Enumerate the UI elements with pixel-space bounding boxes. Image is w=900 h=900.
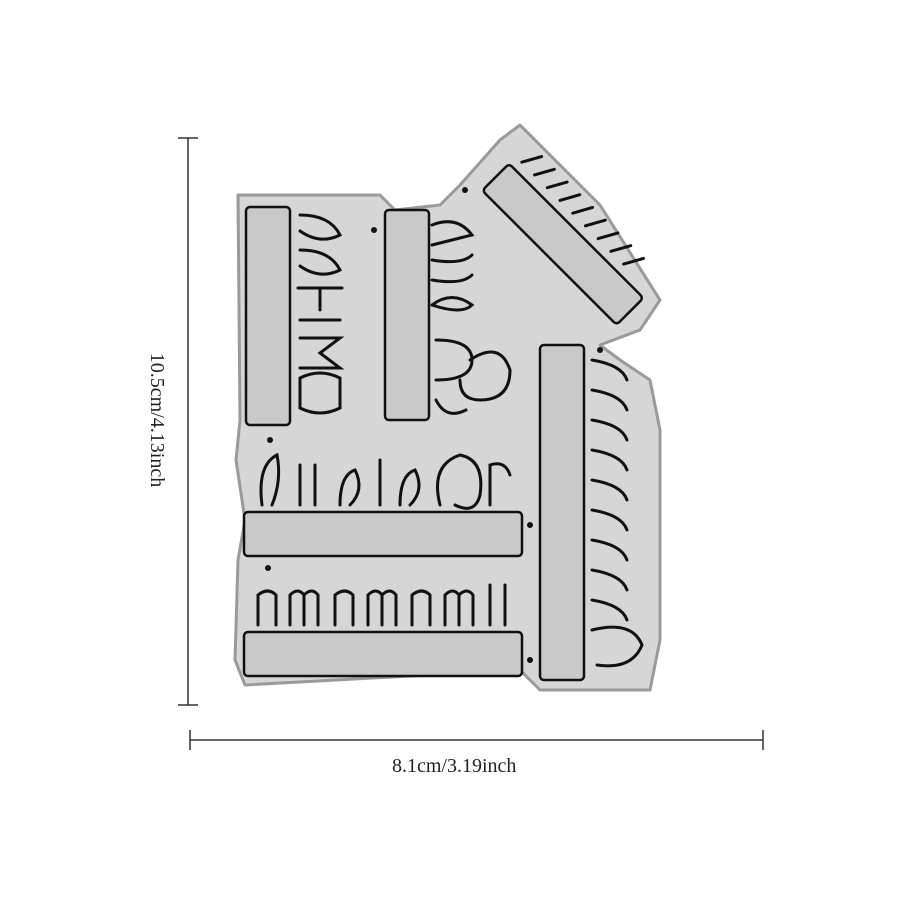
die-panel-seasons — [538, 343, 586, 682]
mirrored-word-happy — [430, 220, 512, 415]
height-dimension-label: 10.5cm/4.13inch — [146, 352, 168, 488]
die-panel-christmas — [244, 205, 292, 427]
mirrored-word-seasons-greetings — [590, 358, 644, 668]
height-dimension-line — [178, 137, 198, 706]
die-connector-dots — [265, 187, 603, 663]
die-panel-warmest — [242, 630, 524, 678]
width-dimension-label: 8.1cm/3.19inch — [392, 755, 517, 777]
mirrored-word-christmas — [296, 213, 345, 415]
mirrored-word-holidays — [259, 452, 512, 510]
die-panel-happy — [383, 208, 431, 422]
mirrored-word-warmest — [256, 583, 507, 627]
width-dimension-line — [189, 730, 764, 750]
die-panel-holidays — [242, 510, 524, 558]
die-panel-tilted-christmas — [482, 155, 645, 325]
